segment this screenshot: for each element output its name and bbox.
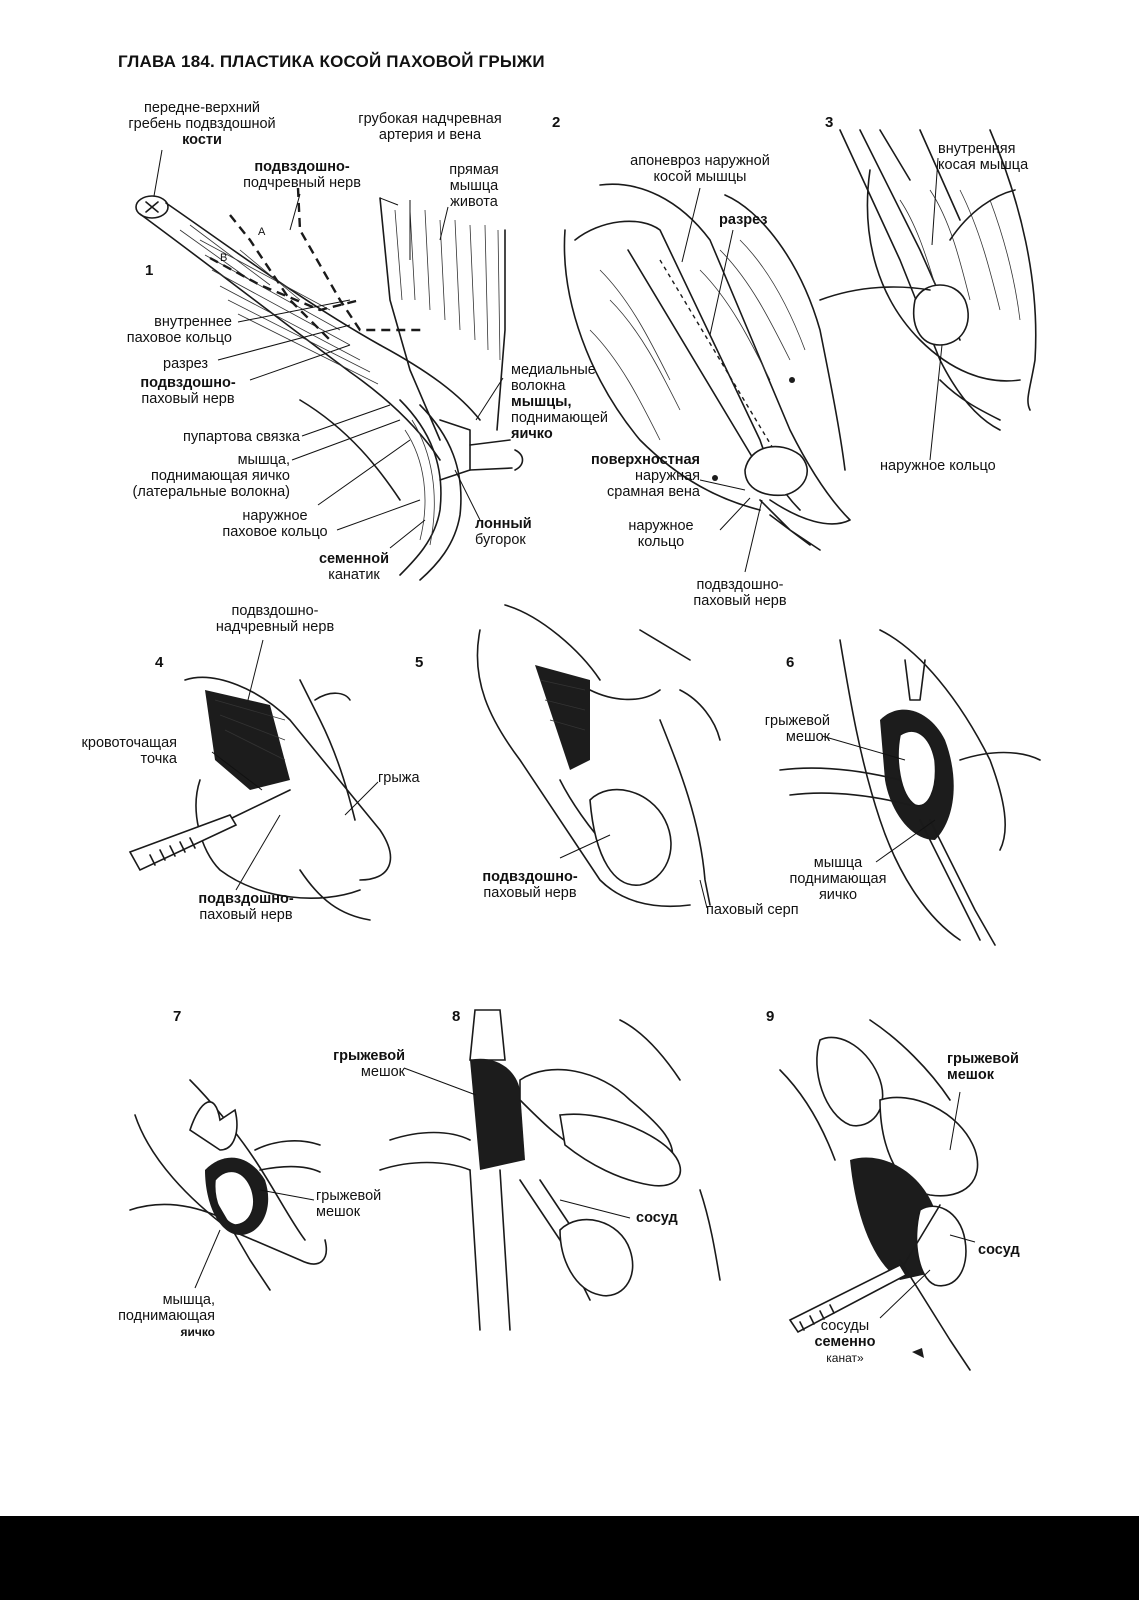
figure-number-2: 2 bbox=[552, 114, 561, 131]
figure-1-drawing bbox=[135, 187, 524, 581]
chapter-title: ГЛАВА 184. ПЛАСТИКА КОСОЙ ПАХОВОЙ ГРЫЖИ bbox=[118, 52, 545, 71]
label-ilioinguinal-nerve-2: подвздошно-паховый нерв bbox=[693, 577, 787, 609]
label-line-a: A bbox=[258, 226, 266, 238]
label-vessel-9: сосуд bbox=[978, 1242, 1020, 1258]
label-external-ring-3: наружное кольцо bbox=[880, 458, 996, 474]
label-line-b: B bbox=[220, 252, 228, 264]
label-ilioinguinal-nerve-5: подвздошно-паховый нерв bbox=[482, 869, 578, 901]
label-incision-1: разрез bbox=[163, 356, 209, 372]
label-inguinal-falx: паховый серп bbox=[706, 902, 799, 918]
figure-2-leaders bbox=[681, 187, 763, 573]
label-iliohypogastric-nerve: подвздошно-подчревный нерв bbox=[243, 159, 361, 191]
figure-number-3: 3 bbox=[825, 114, 834, 131]
figure-2-drawing bbox=[563, 183, 851, 551]
figure-number-5: 5 bbox=[415, 654, 424, 671]
figure-5-leaders bbox=[559, 834, 708, 909]
figure-number-4: 4 bbox=[155, 654, 164, 671]
footer-bar bbox=[0, 1516, 1139, 1600]
figure-number-9: 9 bbox=[766, 1008, 775, 1025]
figure-number-8: 8 bbox=[452, 1008, 461, 1025]
figure-4-leaders bbox=[211, 639, 379, 891]
figure-8-drawing bbox=[379, 1009, 721, 1331]
label-ilioinguinal-nerve-4: подвздошно-паховый нерв bbox=[198, 891, 294, 923]
figure-7-leaders bbox=[194, 1189, 315, 1289]
figure-number-6: 6 bbox=[786, 654, 795, 671]
figure-1-leaders bbox=[153, 149, 504, 549]
figure-number-1: 1 bbox=[145, 262, 154, 279]
label-poupart-ligament: пупартова связка bbox=[183, 429, 300, 445]
label-iliohypogastric-nerve-4: подвздошно-надчревный нерв bbox=[215, 603, 335, 635]
figure-8-leaders bbox=[403, 1067, 631, 1219]
figure-7-drawing bbox=[129, 1079, 327, 1291]
figure-3-leaders bbox=[929, 157, 943, 461]
figure-6-drawing bbox=[779, 629, 1041, 946]
figure-9-drawing bbox=[779, 1019, 979, 1371]
label-cremaster-lateral: мышца,поднимающая яичко(латеральные воло… bbox=[132, 452, 290, 500]
label-hernia: грыжа bbox=[378, 770, 420, 786]
figure-9-leaders bbox=[879, 1091, 976, 1319]
label-vessel-8: сосуд bbox=[636, 1210, 678, 1226]
figure-5-drawing bbox=[476, 604, 721, 908]
label-ilioinguinal-nerve-1: подвздошно-паховый нерв bbox=[140, 375, 236, 407]
figure-number-7: 7 bbox=[173, 1008, 182, 1025]
label-incision-2: разрез bbox=[719, 212, 768, 228]
figure-6-leaders bbox=[821, 735, 936, 863]
figure-3-drawing bbox=[819, 129, 1037, 431]
figure-4-drawing bbox=[128, 676, 392, 921]
